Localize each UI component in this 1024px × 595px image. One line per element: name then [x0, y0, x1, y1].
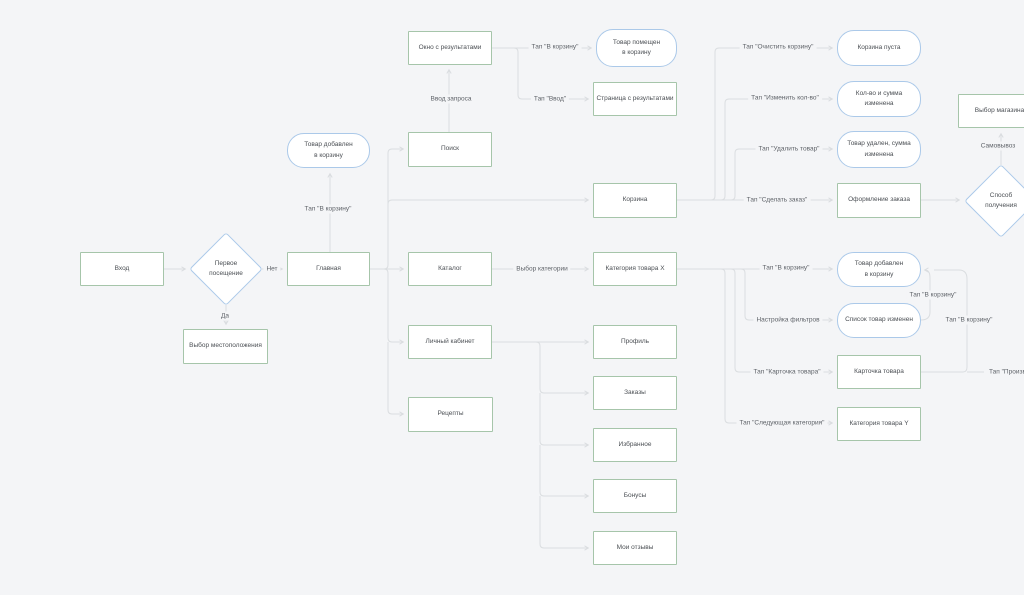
node-kolvo-i-summa-izmenena[interactable]: Кол-во и сумма изменена: [837, 81, 921, 117]
node-katalog[interactable]: Каталог: [408, 252, 492, 286]
node-tovar-pomeshchen-v-korzinu[interactable]: Товар помещен в корзину: [596, 29, 677, 67]
node-profil[interactable]: Профиль: [593, 325, 677, 359]
node-stranica-s-rezultatami[interactable]: Страница с результатами: [593, 82, 677, 116]
edge-label-samovyvoz: Самовывоз: [977, 141, 1019, 151]
edge-label-tap-v-korzinu-card: Тап "В корзину": [942, 315, 996, 325]
edge-label-tap-v-korzinu-catalog: Тап "В корзину": [759, 263, 813, 273]
node-recepty[interactable]: Рецепты: [408, 397, 493, 432]
node-korzina[interactable]: Корзина: [593, 183, 677, 218]
node-korzina-pusta[interactable]: Корзина пуста: [837, 30, 921, 66]
node-glavnaya[interactable]: Главная: [287, 252, 370, 286]
node-izbrannoe[interactable]: Избранное: [593, 428, 677, 462]
edge-label-tap-izmenit-kolvo: Тап "Изменить кол-во": [748, 93, 822, 103]
edge-label-vybor-kategorii: Выбор категории: [513, 264, 571, 274]
node-moi-otzyvy[interactable]: Мои отзывы: [593, 531, 677, 565]
edge-label-vvod-zaprosa: Ввод запроса: [427, 94, 475, 104]
edge-label-tap-udalit-tovar: Тап "Удалить товар": [755, 144, 823, 154]
node-kartochka-tovara[interactable]: Карточка товара: [837, 355, 921, 389]
node-vhod[interactable]: Вход: [80, 252, 164, 286]
node-poisk[interactable]: Поиск: [408, 132, 492, 167]
node-spisok-tovar-izmenen[interactable]: Список товар изменен: [837, 303, 921, 338]
node-lichnyj-kabinet[interactable]: Личный кабинет: [408, 325, 492, 359]
node-kategoriya-tovara-x[interactable]: Категория товара X: [593, 252, 677, 286]
node-okno-s-rezultatami[interactable]: Окно с результатами: [408, 31, 492, 65]
node-zakazy[interactable]: Заказы: [593, 376, 677, 410]
edge-label-tap-proizvoditel: Тап "Производите: [986, 367, 1024, 377]
edge-label-tap-v-korzinu-home: Тап "В корзину": [301, 204, 355, 214]
edge-label-tap-sdelat-zakaz: Тап "Сделать заказ": [743, 195, 811, 205]
edge-label-tap-sleduyushchaya-kategoriya: Тап "Следующая категория": [736, 418, 828, 428]
node-oformlenie-zakaza[interactable]: Оформление заказа: [837, 183, 921, 218]
node-tovar-dobavlen-v-korzinu-1[interactable]: Товар добавлен в корзину: [287, 133, 370, 168]
node-tovar-dobavlen-v-korzinu-2[interactable]: Товар добавлен в корзину: [837, 252, 921, 287]
edge-label-da: Да: [217, 311, 233, 321]
node-bonusy[interactable]: Бонусы: [593, 479, 677, 513]
edge-label-tap-vvod: Тап "Ввод": [530, 94, 570, 104]
node-tovar-udalen-summa-izmenena[interactable]: Товар удален, сумма изменена: [837, 131, 921, 168]
node-vybor-magazina[interactable]: Выбор магазина: [958, 94, 1024, 128]
node-vybor-mestopolozheniya[interactable]: Выбор местоположения: [183, 329, 268, 364]
node-kategoriya-tovara-y[interactable]: Категория товара Y: [837, 407, 921, 441]
edge-label-net: Нет: [263, 264, 281, 274]
node-label: Первое посещение: [209, 259, 243, 277]
edge-label-tap-v-korzinu-list: Тап "В корзину": [906, 290, 960, 300]
edge-label-tap-kartochka-tovara: Тап "Карточка товара": [750, 367, 824, 377]
node-label: Способ получения: [985, 191, 1017, 209]
edge-label-nastrojka-filtrov: Настройка фильтров: [753, 315, 823, 325]
edge-label-tap-ochistit-korzinu: Тап "Очистить корзину": [739, 42, 817, 52]
edge-label-tap-v-korzinu-search: Тап "В корзину": [528, 42, 582, 52]
